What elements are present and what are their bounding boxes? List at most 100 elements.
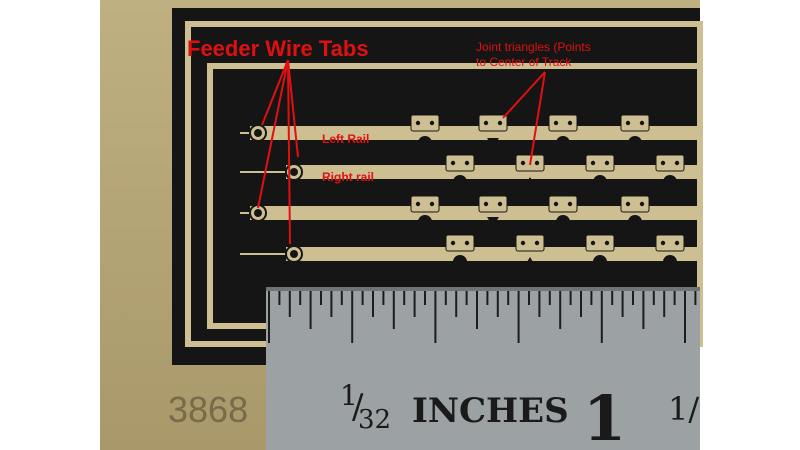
tie-pad-hole xyxy=(674,160,680,166)
ruler-tick xyxy=(559,291,562,329)
ruler-tick xyxy=(663,291,666,317)
tie-pad-hole xyxy=(567,201,573,207)
tie-hole xyxy=(593,175,607,189)
feeder-tab-hole xyxy=(290,168,298,176)
ruler-tick xyxy=(652,291,655,305)
steel-ruler xyxy=(266,287,700,450)
tie-pad-hole xyxy=(520,240,526,246)
tie-hole xyxy=(593,255,607,269)
tie-pad-hole xyxy=(660,160,666,166)
ruler-tick xyxy=(288,291,291,317)
tie-pads-group xyxy=(410,114,685,269)
ruler-fraction-slash: / xyxy=(352,387,364,427)
tie-pad xyxy=(620,114,650,132)
tie-pad xyxy=(445,234,475,252)
ruler-tick xyxy=(673,291,676,305)
tie-pad-hole xyxy=(497,120,503,126)
ruler-tick xyxy=(434,291,437,343)
tie-hole xyxy=(556,136,570,150)
joint-triangle xyxy=(487,217,499,227)
tie-pad-hole xyxy=(639,201,645,207)
joint-triangles-label-line1: Joint triangles (Points xyxy=(476,40,591,54)
tie-hole xyxy=(556,215,570,229)
tie-pad xyxy=(410,195,440,213)
feeder-wire-tabs-label: Feeder Wire Tabs xyxy=(187,36,369,61)
ruler-tick xyxy=(580,291,582,317)
ruler-units-label: INCHES xyxy=(412,391,569,431)
ruler-tick xyxy=(538,291,541,317)
tie-pad-hole xyxy=(415,201,421,207)
ruler-fraction-denominator: 32 xyxy=(358,405,391,435)
ruler-tick xyxy=(309,291,312,329)
tie-pad xyxy=(478,195,508,213)
ruler-tick xyxy=(684,291,686,343)
feeder-tab-hole xyxy=(254,129,262,137)
ruler-edge xyxy=(266,287,700,291)
ruler-tick xyxy=(330,291,333,317)
tie-hole xyxy=(418,136,432,150)
ruler-tick xyxy=(424,291,426,305)
tie-hole xyxy=(628,136,642,150)
tie-pad xyxy=(548,114,578,132)
ruler-tick xyxy=(403,291,406,305)
ruler-tick xyxy=(590,291,593,305)
tie-pad xyxy=(585,154,615,172)
ruler-tick xyxy=(611,291,614,305)
tie-pad xyxy=(585,234,615,252)
ruler-tick xyxy=(621,291,624,317)
ruler-tick xyxy=(528,291,530,305)
tie-pad xyxy=(478,114,508,132)
ruler-tick xyxy=(299,291,302,305)
annotation-arrows xyxy=(257,59,546,245)
joint-triangles-label-line2: to Center of Track xyxy=(476,55,572,69)
ruler-partial-fraction: 1/ xyxy=(668,390,699,428)
ruler-tick xyxy=(694,291,697,305)
ruler-inch-mark: 1 xyxy=(583,382,626,450)
tie-pad-hole xyxy=(567,120,573,126)
tie-pad xyxy=(445,154,475,172)
tie-pad xyxy=(410,114,440,132)
ruler-tick xyxy=(351,291,354,343)
tie-pad-hole xyxy=(625,120,631,126)
tie-pad-hole xyxy=(604,160,610,166)
ruler-tick xyxy=(278,291,281,305)
tie-pad-hole xyxy=(639,120,645,126)
tie-pad-hole xyxy=(450,160,456,166)
tie-pad-hole xyxy=(483,120,489,126)
joint-triangle xyxy=(524,177,536,187)
tie-hole xyxy=(628,215,642,229)
ruler-tick xyxy=(444,291,447,305)
tie-pad-hole xyxy=(483,201,489,207)
tie-pad-hole xyxy=(660,240,666,246)
ruler-tick xyxy=(455,291,458,317)
ruler-tick xyxy=(569,291,572,305)
tie-pad-hole xyxy=(590,240,596,246)
tie-pad-hole xyxy=(534,240,540,246)
ruler-tick xyxy=(340,291,343,305)
right-rail-label: Right rail xyxy=(322,170,374,184)
ruler-tick xyxy=(465,291,468,305)
tie-pad-hole xyxy=(464,160,470,166)
ruler-tick xyxy=(507,291,510,305)
ruler-tick xyxy=(392,291,395,329)
feeder-tab-hole xyxy=(254,209,262,217)
ruler-tick xyxy=(642,291,645,329)
ruler-tick xyxy=(382,291,385,305)
tie-hole xyxy=(453,175,467,189)
ruler-tick xyxy=(476,291,478,329)
ruler-tick xyxy=(361,291,364,305)
tie-pad-hole xyxy=(625,201,631,207)
tie-pad-hole xyxy=(429,120,435,126)
ruler-tick xyxy=(517,291,520,343)
tie-pad xyxy=(655,154,685,172)
joint-triangle xyxy=(524,257,536,267)
tie-pad-hole xyxy=(450,240,456,246)
tie-pad-hole xyxy=(534,160,540,166)
tie-pad-hole xyxy=(415,120,421,126)
joint-triangle xyxy=(487,138,499,148)
tie-hole xyxy=(418,215,432,229)
ruler-tick xyxy=(320,291,322,305)
tie-pad-hole xyxy=(464,240,470,246)
ruler-tick xyxy=(632,291,634,305)
